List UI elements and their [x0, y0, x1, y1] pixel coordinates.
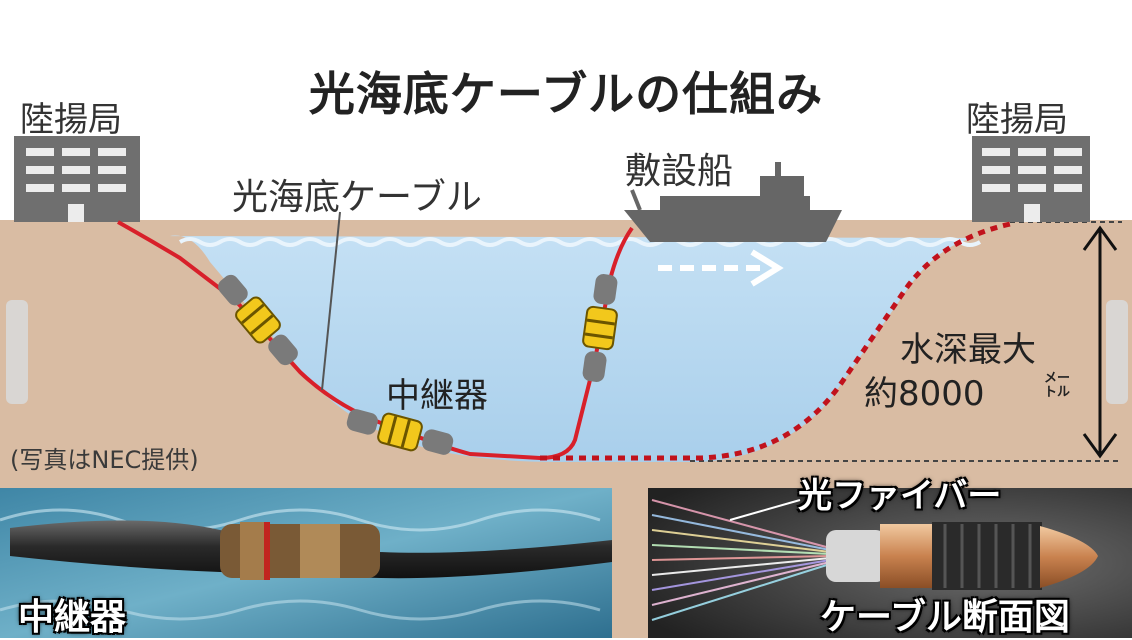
carousel-prev-button[interactable] [6, 300, 28, 404]
diagram-title: 光海底ケーブルの仕組み [308, 67, 824, 121]
landing-station-left-label: 陸揚局 [20, 100, 122, 140]
cable-label-pointer [321, 211, 341, 391]
ship-label: 敷設船 [625, 151, 734, 192]
depth-label-line1: 水深最大 [900, 330, 1036, 370]
depth-unit: メー トル [1044, 372, 1070, 400]
landing-station-right-label: 陸揚局 [966, 100, 1068, 140]
ship-direction-arrow [658, 249, 784, 287]
landing-station-left-building [14, 136, 140, 222]
depth-unit-bottom: トル [1044, 385, 1071, 400]
repeater-label: 中継器 [386, 376, 488, 416]
repeater-shape [218, 274, 298, 366]
planned-cable [540, 221, 1011, 461]
repeater-shape [582, 274, 618, 382]
cable-label: 光海底ケーブル [232, 177, 482, 218]
landing-station-right-building [972, 136, 1090, 222]
depth-label-line2: 約8000 [864, 374, 985, 414]
repeater-photo [0, 488, 612, 638]
carousel-next-button[interactable] [1106, 300, 1128, 404]
repeater-shape [346, 409, 454, 455]
sea [170, 235, 975, 462]
cross-section-photo [648, 488, 1132, 638]
depth-arrow-head-bottom [1082, 433, 1118, 459]
depth-arrow-head-top [1082, 225, 1118, 251]
sea-surface-waves [178, 237, 982, 247]
depth-unit-top: メー [1044, 371, 1071, 386]
fiber-label: 光ファイバー [798, 476, 1002, 516]
cable-ship [624, 162, 842, 242]
photo-credit: (写真はNEC提供) [10, 446, 199, 474]
repeater-photo-caption: 中継器 [18, 597, 127, 638]
cross-section-caption: ケーブル断面図 [820, 597, 1070, 638]
